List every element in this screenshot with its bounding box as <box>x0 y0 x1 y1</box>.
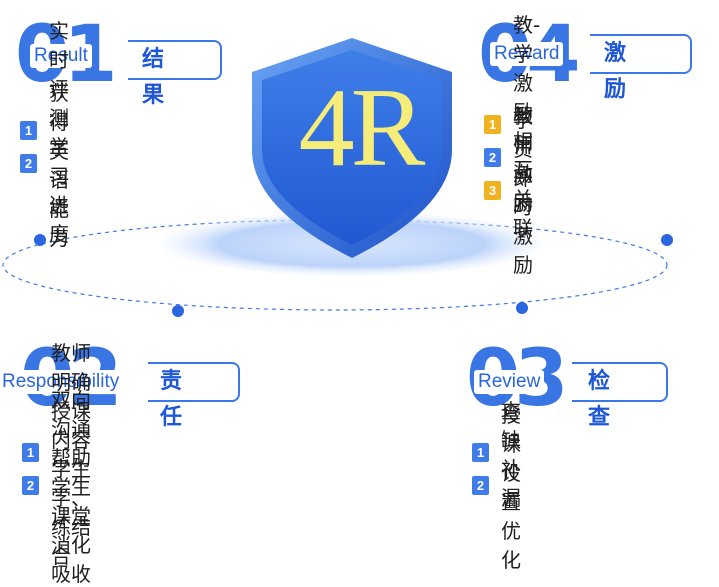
item-text: 教师激励 <box>513 103 533 215</box>
list-item: 2 授课设置优化 <box>472 403 521 572</box>
section-title: 检查 <box>588 369 615 430</box>
item-text: 授课设置优化 <box>501 402 521 572</box>
index-badge: 2 <box>472 476 489 495</box>
section-title-tag <box>590 34 692 74</box>
section-english-title: Responsibility <box>0 370 122 394</box>
section-title: 激励 <box>604 41 631 102</box>
index-badge: 2 <box>20 154 37 173</box>
list-item: 1 实时评测学习进度 <box>20 19 69 246</box>
item-text: 双向沟通 帮助学生课堂消化吸收 <box>51 388 91 586</box>
section-english-title: Reward <box>490 42 564 66</box>
index-badge: 1 <box>472 443 489 462</box>
section-title-tag <box>128 40 222 80</box>
orbit-ellipse <box>2 219 668 311</box>
item-text: 查缺补漏 <box>501 398 521 510</box>
shield-inner <box>262 50 442 245</box>
item-text: 实时评测学习进度 <box>49 18 69 246</box>
section-title: 结果 <box>142 47 169 108</box>
list-item: 2 教师激励 <box>484 104 540 215</box>
item-text: 学员即时激励 <box>513 107 533 277</box>
item-text: 获得英语能力 <box>49 80 69 250</box>
section-title-tag <box>148 362 240 402</box>
list-item: 2 双向沟通 帮助学生课堂消化吸收 <box>22 388 91 586</box>
list-item: 1 教-学激励相互关联 <box>484 13 540 240</box>
section-item-list: 1 查缺补漏 2 授课设置优化 <box>472 399 521 572</box>
index-badge: 2 <box>484 148 501 167</box>
section-english-title: Result <box>30 44 92 68</box>
section-title-tag <box>572 362 668 402</box>
orbit-dot <box>34 234 46 246</box>
section-title: 责任 <box>160 369 187 430</box>
list-item: 3 学员即时激励 <box>484 108 540 277</box>
list-item: 2 获得英语能力 <box>20 81 69 250</box>
index-badge: 3 <box>484 181 501 200</box>
item-text: 教-学激励相互关联 <box>513 12 541 240</box>
section-english-title: Review <box>474 370 545 394</box>
orbit-dot <box>661 234 673 246</box>
section-item-list: 1 实时评测学习进度 2 获得英语能力 <box>20 19 69 250</box>
index-badge: 1 <box>484 115 501 134</box>
index-badge: 2 <box>22 476 39 495</box>
index-badge: 1 <box>22 443 39 462</box>
index-badge: 1 <box>20 121 37 140</box>
list-item: 1 查缺补漏 <box>472 399 521 510</box>
center-label: 4R <box>298 66 426 190</box>
orbit-dot <box>516 302 528 314</box>
section-item-list: 1 教-学激励相互关联 2 教师激励 3 学员即时激励 <box>484 13 540 277</box>
center-graphic <box>2 38 673 317</box>
orbit-dot <box>172 305 184 317</box>
